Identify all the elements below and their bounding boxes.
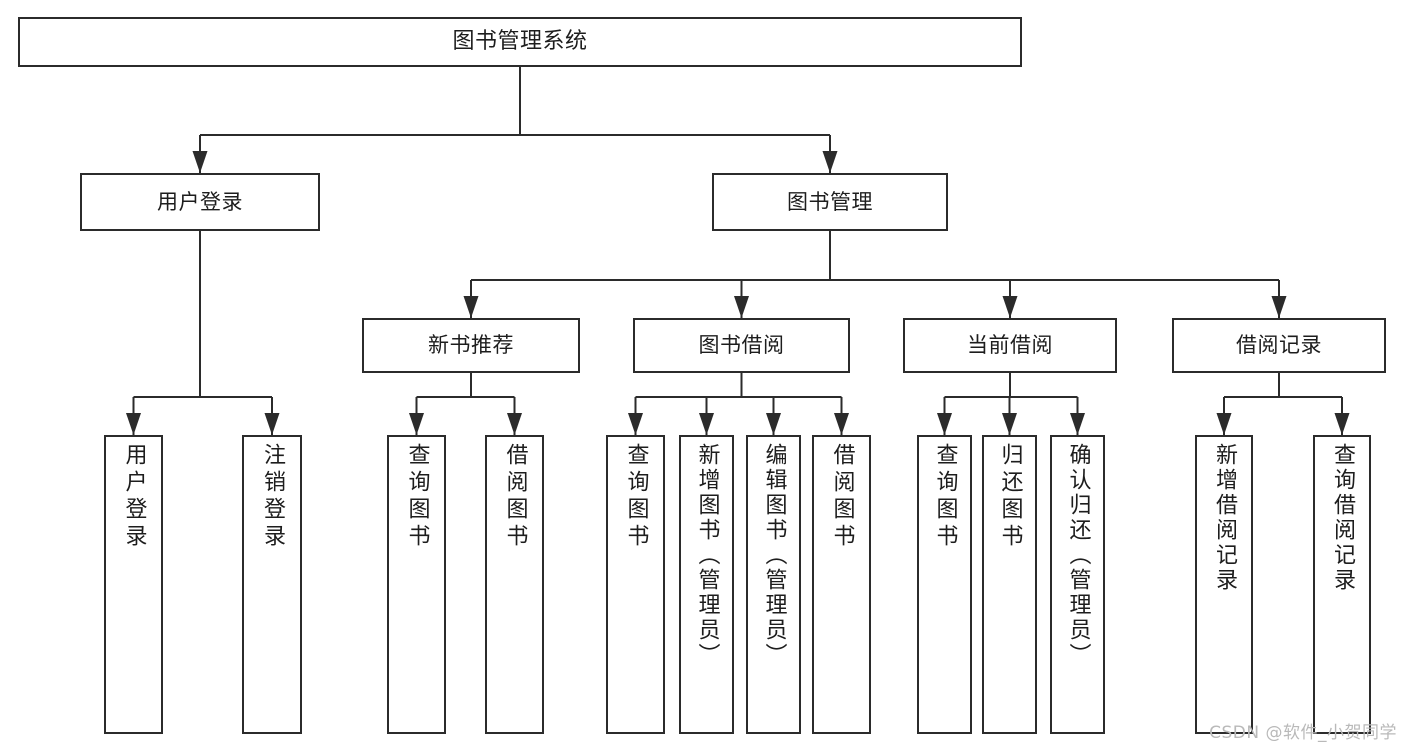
node-label: 借阅图书 bbox=[829, 443, 855, 551]
node-root[interactable]: 图书管理系统 bbox=[18, 17, 1022, 67]
node-book-manage[interactable]: 图书管理 bbox=[712, 173, 948, 231]
node-label: 借阅图书 bbox=[502, 443, 528, 551]
node-book-borrow[interactable]: 图书借阅 bbox=[633, 318, 850, 373]
node-leaf-add-borrow-record[interactable]: 新增借阅记录 bbox=[1195, 435, 1253, 734]
node-label: 确认归还（管理员） bbox=[1065, 443, 1091, 668]
node-label: 用户登录 bbox=[121, 443, 147, 551]
node-label: 编辑图书（管理员） bbox=[761, 443, 787, 668]
node-label: 图书借阅 bbox=[698, 333, 785, 358]
node-label: 用户登录 bbox=[157, 189, 243, 214]
node-leaf-edit-book-admin[interactable]: 编辑图书（管理员） bbox=[746, 435, 801, 734]
node-leaf-confirm-return-admin[interactable]: 确认归还（管理员） bbox=[1050, 435, 1105, 734]
node-leaf-add-book-admin[interactable]: 新增图书（管理员） bbox=[679, 435, 734, 734]
node-current-borrow[interactable]: 当前借阅 bbox=[903, 318, 1117, 373]
node-leaf-user-login[interactable]: 用户登录 bbox=[104, 435, 163, 734]
node-label: 查询借阅记录 bbox=[1330, 443, 1355, 593]
watermark-text: CSDN @软件_小贺同学 bbox=[1209, 723, 1397, 743]
node-label: 新书推荐 bbox=[428, 333, 514, 358]
node-label: 查询图书 bbox=[404, 443, 430, 551]
node-user-login[interactable]: 用户登录 bbox=[80, 173, 320, 231]
node-label: 当前借阅 bbox=[967, 333, 1053, 358]
node-label: 图书管理系统 bbox=[452, 29, 588, 55]
node-leaf-query-book-current[interactable]: 查询图书 bbox=[917, 435, 972, 734]
node-label: 新增图书（管理员） bbox=[694, 443, 720, 668]
node-new-book-recommend[interactable]: 新书推荐 bbox=[362, 318, 580, 373]
node-leaf-borrow-book-recommend[interactable]: 借阅图书 bbox=[485, 435, 544, 734]
node-leaf-borrow-book[interactable]: 借阅图书 bbox=[812, 435, 871, 734]
node-label: 查询图书 bbox=[623, 443, 649, 551]
node-borrow-record[interactable]: 借阅记录 bbox=[1172, 318, 1386, 373]
node-leaf-return-book[interactable]: 归还图书 bbox=[982, 435, 1037, 734]
node-label: 借阅记录 bbox=[1236, 333, 1322, 358]
node-leaf-query-book-borrow[interactable]: 查询图书 bbox=[606, 435, 665, 734]
node-label: 新增借阅记录 bbox=[1212, 443, 1237, 593]
node-leaf-query-borrow-record[interactable]: 查询借阅记录 bbox=[1313, 435, 1371, 734]
node-leaf-logout-login[interactable]: 注销登录 bbox=[242, 435, 302, 734]
node-label: 图书管理 bbox=[787, 189, 873, 214]
node-leaf-query-book-recommend[interactable]: 查询图书 bbox=[387, 435, 446, 734]
node-label: 查询图书 bbox=[932, 443, 958, 551]
node-label: 归还图书 bbox=[997, 443, 1023, 551]
node-label: 注销登录 bbox=[260, 443, 285, 551]
